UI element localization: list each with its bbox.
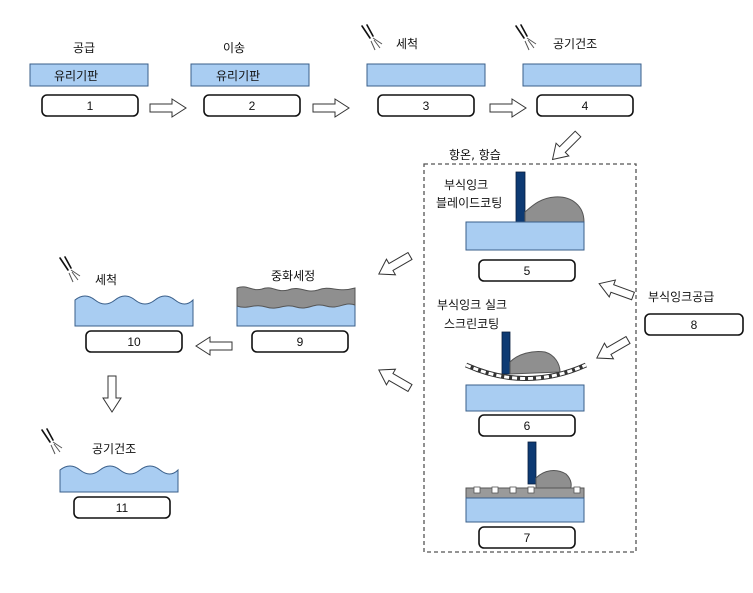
spray-nozzle-icon [361, 24, 383, 51]
step-2-label: 이송 [223, 41, 245, 55]
glass-substrate [465, 221, 585, 251]
glass-substrate [190, 63, 310, 87]
controlled-chamber-frame [423, 163, 637, 553]
step-10-number-box [85, 330, 183, 353]
flow-arrow [545, 127, 585, 167]
step-9-label: 중화세정 [271, 269, 315, 283]
step-3: 세척 3 [361, 24, 486, 117]
glass-substrate [465, 497, 585, 523]
step-4-label: 공기건조 [553, 37, 597, 51]
ink-supply-arrow [591, 331, 633, 367]
flow-arrow [149, 98, 187, 118]
glass-substrate [366, 63, 486, 87]
step-5: 부식잉크 블레이드코팅 5 [436, 171, 585, 282]
step-3-number: 3 [423, 99, 430, 113]
step-2-plate-label: 유리기판 [216, 69, 260, 83]
ink-mass [524, 196, 585, 223]
step-4-number-box [536, 94, 634, 117]
chamber-label: 항온, 항습 [449, 148, 501, 162]
step-3-number-box [377, 94, 475, 117]
step-5-number: 5 [524, 264, 531, 278]
ink-mass [535, 470, 572, 491]
flow-arrow [489, 98, 527, 118]
step-10: 세척 10 [59, 256, 194, 353]
step-6-label-line2: 스크린코팅 [444, 317, 499, 331]
step-9-number: 9 [297, 335, 304, 349]
step-10-label: 세척 [95, 273, 117, 287]
ink-supply-arrow [595, 274, 637, 305]
step-4: 공기건조 4 [515, 24, 642, 117]
squeegee-blade [527, 441, 537, 485]
step-6-number-box [478, 414, 576, 437]
step-6: 부식잉크 실크 스크린코팅 6 [437, 298, 588, 437]
ink-mass [509, 351, 561, 375]
step-2-number: 2 [249, 99, 256, 113]
flow-arrow [373, 361, 415, 397]
step-1-number-box [41, 94, 139, 117]
flow-arrow [102, 375, 122, 413]
step-11-label: 공기건조 [92, 442, 136, 456]
step-2: 이송 유리기판 2 [190, 41, 310, 117]
step-1-label: 공급 [73, 41, 95, 55]
step-5-label-line1: 부식잉크 [444, 178, 488, 192]
step-1-plate-label: 유리기판 [54, 69, 98, 83]
ink-coated-surface [236, 286, 356, 309]
etched-glass-substrate [74, 295, 194, 327]
silk-screen-mesh [464, 362, 588, 381]
spray-nozzle-icon [515, 24, 537, 51]
step-6-number: 6 [524, 419, 531, 433]
step-1-number: 1 [87, 99, 94, 113]
step-11: 공기건조 11 [41, 428, 179, 519]
glass-substrate [522, 63, 642, 87]
step-7: 7 [465, 441, 585, 549]
flow-arrow [373, 247, 415, 283]
spray-nozzle-icon [59, 256, 81, 283]
step-8: 부식잉크공급 8 [644, 290, 744, 336]
step-11-number: 11 [116, 501, 129, 515]
step-5-label-line2: 블레이드코팅 [436, 196, 502, 210]
step-9: 중화세정 9 [236, 269, 356, 353]
step-8-number-box [644, 313, 744, 336]
flow-arrow [195, 336, 233, 356]
etched-glass-substrate [59, 465, 179, 493]
glass-substrate [465, 384, 585, 412]
coating-blade [515, 171, 526, 223]
flow-arrow [312, 98, 350, 118]
step-10-number: 10 [127, 335, 141, 349]
glass-substrate [29, 63, 149, 87]
step-2-number-box [203, 94, 301, 117]
step-8-label: 부식잉크공급 [648, 290, 714, 304]
step-6-label-line1: 부식잉크 실크 [437, 298, 507, 312]
step-8-number: 8 [691, 318, 698, 332]
step-1: 공급 유리기판 1 [29, 41, 149, 117]
step-7-number-box [478, 526, 576, 549]
squeegee-blade [501, 331, 511, 375]
step-9-number-box [251, 330, 349, 353]
step-11-number-box [73, 496, 171, 519]
step-7-number: 7 [524, 531, 531, 545]
step-4-number: 4 [582, 99, 589, 113]
step-5-number-box [478, 259, 576, 282]
spray-nozzle-icon [41, 428, 63, 455]
step-3-label: 세척 [396, 37, 418, 51]
mask-openings [473, 486, 581, 494]
patterned-ink-layer [465, 487, 585, 499]
